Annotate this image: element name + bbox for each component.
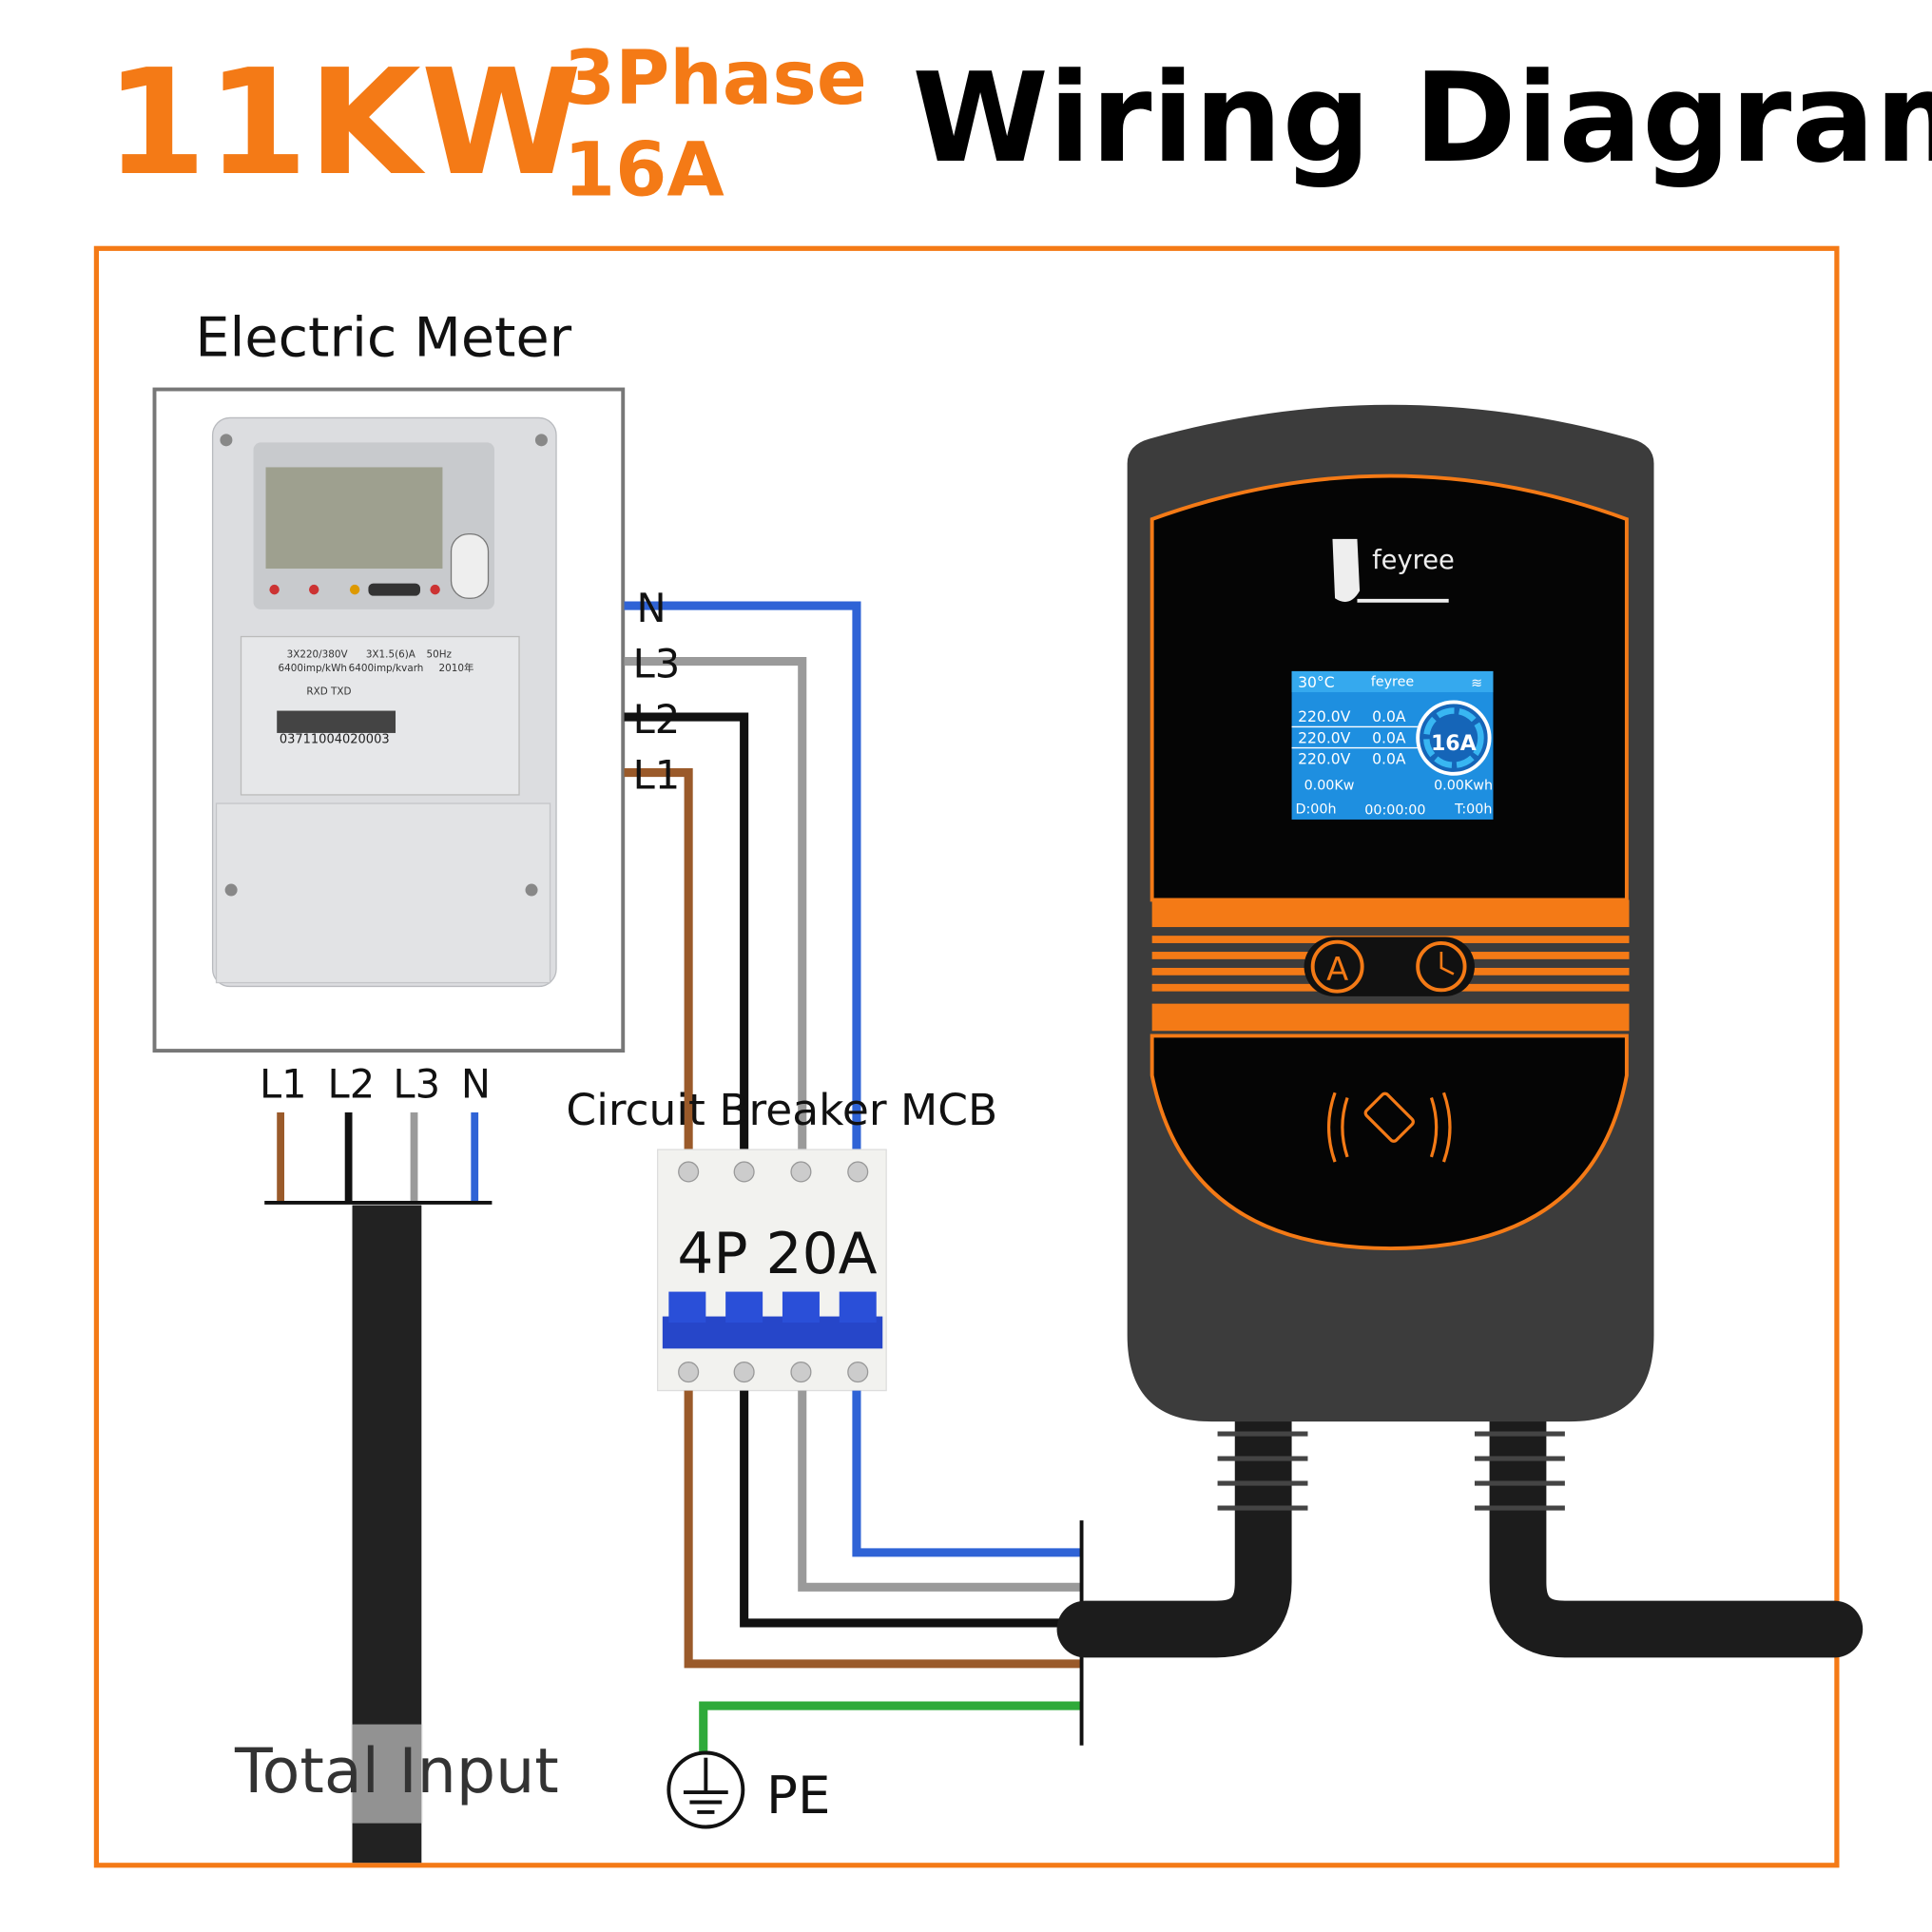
- diagram-frame: [93, 245, 1840, 1868]
- mcb-input-l2: L2: [633, 696, 681, 743]
- screen-current-3: 0.0A: [1372, 750, 1406, 767]
- wire-l3-in: [624, 656, 807, 1163]
- pe-label: PE: [766, 1765, 830, 1826]
- feyree-logo-icon: [1332, 538, 1449, 603]
- wire-l3-out: [798, 1390, 1082, 1592]
- screen-voltage-1: 220.0V: [1298, 708, 1351, 725]
- meter-terminal-n: N: [461, 1060, 491, 1107]
- wire-pe: [699, 1701, 1082, 1753]
- wire-n-in: [624, 601, 861, 1163]
- phase-label: 3Phase: [564, 36, 867, 122]
- meter-current-rating: 3X1.5(6)A: [366, 649, 416, 661]
- wire-l1-in: [624, 767, 693, 1163]
- mcb-label: Circuit Breaker MCB: [566, 1085, 997, 1135]
- circuit-breaker: 4P 20A: [656, 1149, 887, 1392]
- meter-year: 2010年: [439, 662, 474, 674]
- input-cable: [1056, 1381, 1292, 1658]
- charging-cable: [1489, 1381, 1864, 1658]
- meter-label: Electric Meter: [195, 306, 571, 369]
- button-a-label: A: [1326, 951, 1348, 988]
- mcb-input-l3: L3: [633, 640, 681, 686]
- ground-icon: [667, 1750, 745, 1829]
- electric-meter: 3X220/380V 3X1.5(6)A 50Hz 6400imp/kWh 64…: [211, 416, 557, 988]
- current-label: 16A: [564, 127, 724, 213]
- meter-terminal-l3: L3: [393, 1060, 440, 1107]
- meter-lcd: [265, 467, 443, 570]
- wire-l2-in: [624, 712, 749, 1163]
- screen-power: 0.00Kw: [1304, 779, 1355, 794]
- button-a[interactable]: [1310, 939, 1364, 994]
- screen-max-current: 16A: [1431, 731, 1477, 756]
- screen-voltage-3: 220.0V: [1298, 750, 1351, 767]
- charger-brand: feyree: [1372, 546, 1455, 575]
- wire-l1-out: [684, 1390, 1082, 1669]
- barcode-icon: [277, 710, 396, 733]
- screen-voltage-2: 220.0V: [1298, 729, 1351, 746]
- screen-total: T:00h: [1454, 802, 1492, 817]
- power-rating: 11KW: [106, 39, 583, 208]
- charger-screen: 30°C feyree ≋ 220.0V 0.0A 220.0V 0.0A 22…: [1291, 670, 1494, 820]
- mcb-toggle: [668, 1291, 706, 1323]
- wifi-icon: ≋: [1471, 676, 1482, 691]
- screen-timer: 00:00:00: [1364, 803, 1425, 819]
- total-input-label: Total Input: [234, 1736, 559, 1807]
- screen-energy: 0.00Kwh: [1434, 779, 1493, 794]
- meter-rating: 3X220/380V: [287, 649, 349, 661]
- mcb-input-l1: L1: [633, 751, 681, 798]
- screen-brand: feyree: [1371, 675, 1415, 690]
- page-title: Wiring Diagram: [912, 46, 1932, 190]
- meter-terminal-l2: L2: [328, 1060, 376, 1107]
- screen-current-2: 0.0A: [1372, 729, 1406, 746]
- screen-current-1: 0.0A: [1372, 708, 1406, 725]
- meter-constant-kwh: 6400imp/kWh: [279, 663, 347, 674]
- screen-delay: D:00h: [1295, 802, 1336, 817]
- meter-terminal-l1: L1: [260, 1060, 307, 1107]
- meter-serial: 03711004020003: [280, 732, 390, 746]
- meter-frequency: 50Hz: [427, 649, 453, 661]
- mcb-rating: 4P 20A: [677, 1221, 877, 1287]
- rfid-icon: [1327, 1092, 1452, 1163]
- mcb-input-n: N: [637, 585, 667, 631]
- clock-icon[interactable]: [1416, 940, 1467, 993]
- wire-l2-out: [740, 1390, 1082, 1628]
- ev-charger: A feyree: [1127, 404, 1654, 1422]
- meter-comm: RXD TXD: [306, 686, 351, 698]
- screen-temperature: 30°C: [1298, 674, 1335, 691]
- meter-constant-kvarh: 6400imp/kvarh: [349, 663, 424, 674]
- wire-n-out: [852, 1390, 1082, 1557]
